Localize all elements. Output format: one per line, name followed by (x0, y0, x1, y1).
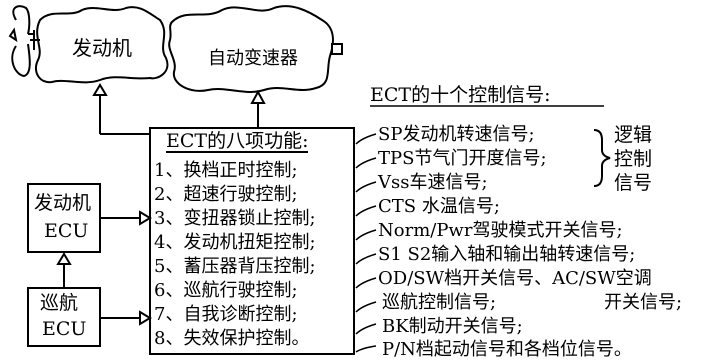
signal-item: P/N档起动信号和各档位信号。 (382, 339, 632, 360)
logic-label-line2: 控制 (614, 148, 653, 170)
signal-item: TPS节气门开度信号; (378, 148, 547, 169)
cruise-ecu-line1: 巡航 (40, 292, 79, 314)
engine-label: 发动机 (72, 36, 132, 60)
logic-label-line3: 信号 (614, 172, 653, 194)
signal-item: S1 S2输入轴和输出轴转速信号; (378, 244, 636, 265)
signal-item: 开关信号; (604, 292, 683, 313)
signal-item: CTS 水温信号; (378, 196, 500, 217)
transmission-label: 自动变速器 (208, 48, 298, 69)
ect-function-item: 2、超速行驶控制; (154, 184, 298, 205)
fan-icon (8, 5, 35, 78)
ect-function-item: 8、失效保护控制。 (154, 328, 310, 349)
signal-item: OD/SW档开关信号、AC/SW空调 (378, 268, 652, 289)
ect-function-item: 6、巡航行驶控制; (154, 280, 298, 301)
transmission-shape (168, 5, 334, 93)
signal-item: Norm/Pwr驾驶模式开关信号; (378, 220, 623, 241)
logic-label-line1: 逻辑 (614, 124, 653, 146)
ect-function-item: 3、变扭器锁止控制; (154, 208, 316, 229)
ect-function-item: 4、发动机扭矩控制; (154, 232, 316, 253)
ect-box (149, 127, 355, 355)
signal-item: BK制动开关信号; (382, 316, 523, 337)
signal-item: 巡航控制信号; (382, 292, 497, 313)
signals-heading: ECT的十个控制信号: (370, 84, 551, 106)
cruise-ecu-line2: ECU (42, 318, 87, 340)
ect-function-item: 7、自我诊断控制; (154, 304, 298, 325)
engine-ecu-line1: 发动机 (34, 192, 92, 214)
brace (593, 129, 611, 187)
engine-ecu-line2: ECU (44, 220, 89, 242)
signal-item: SP发动机转速信号; (378, 124, 535, 145)
ect-function-item: 1、换档正时控制; (154, 160, 298, 181)
engine-shape (34, 6, 169, 84)
ect-functions-title: ECT的八项功能: (166, 130, 309, 153)
ect-function-item: 5、蓄压器背压控制; (154, 256, 316, 277)
signal-item: Vss车速信号; (378, 172, 488, 193)
